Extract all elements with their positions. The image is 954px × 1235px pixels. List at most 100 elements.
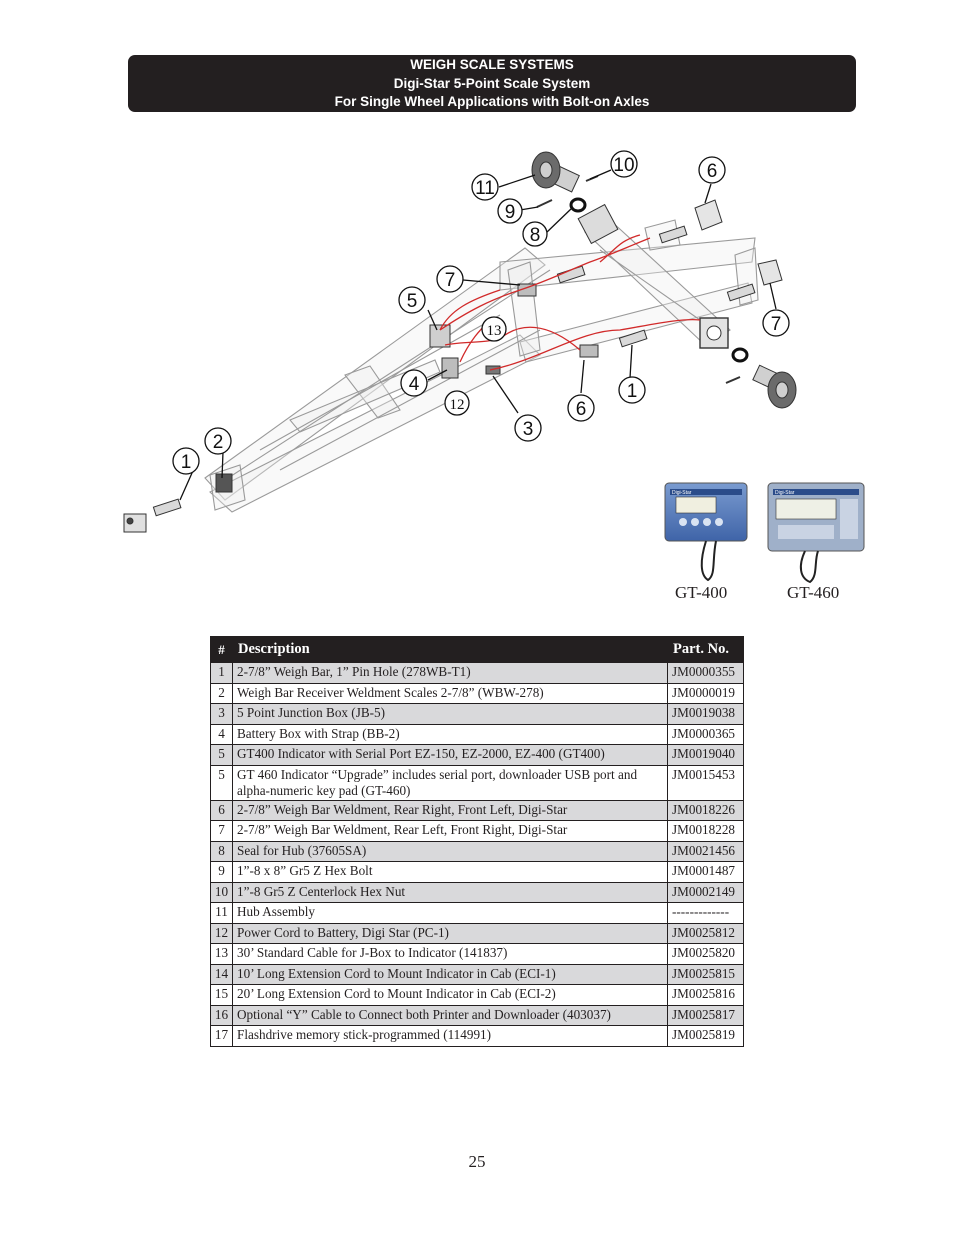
row-part: JM0021456 xyxy=(667,840,744,862)
row-description: 30’ Standard Cable for J-Box to Indicato… xyxy=(232,943,668,965)
svg-text:7: 7 xyxy=(771,314,782,335)
section-header: WEIGH SCALE SYSTEMS Digi-Star 5-Point Sc… xyxy=(128,55,856,112)
callout-7-right: 7 xyxy=(762,309,790,337)
parts-table-header: # Description Part. No. xyxy=(210,636,744,663)
svg-text:6: 6 xyxy=(576,399,587,420)
svg-text:9: 9 xyxy=(505,202,516,223)
row-part: JM0025819 xyxy=(667,1025,744,1047)
callout-numbers: 11 9 8 10 6 7 5 13 4 12 3 6 1 7 1 2 xyxy=(172,150,790,475)
row-description: Weigh Bar Receiver Weldment Scales 2-7/8… xyxy=(232,682,668,704)
row-part: JM0001487 xyxy=(667,861,744,883)
header-subtitle: Digi-Star 5-Point Scale System xyxy=(393,75,591,91)
row-part: JM0018228 xyxy=(667,820,744,842)
row-description: 2-7/8” Weigh Bar, 1” Pin Hole (278WB-T1) xyxy=(232,662,668,684)
row-description: 5 Point Junction Box (JB-5) xyxy=(232,703,668,725)
row-part: ------------- xyxy=(667,902,744,924)
row-description: 20’ Long Extension Cord to Mount Indicat… xyxy=(232,984,668,1006)
row-num: 11 xyxy=(210,902,233,924)
callout-4: 4 xyxy=(400,369,428,397)
row-description: 2-7/8” Weigh Bar Weldment, Rear Left, Fr… xyxy=(232,820,668,842)
row-part: JM0002149 xyxy=(667,881,744,903)
row-description: Power Cord to Battery, Digi Star (PC-1) xyxy=(232,922,668,944)
trailer-parts xyxy=(123,151,797,533)
row-description: GT 460 Indicator “Upgrade” includes seri… xyxy=(232,764,668,801)
row-description: 2-7/8” Weigh Bar Weldment, Rear Right, F… xyxy=(232,799,668,821)
callout-7-left: 7 xyxy=(436,265,464,293)
callout-12: 12 xyxy=(444,390,470,416)
svg-text:Digi-Star: Digi-Star xyxy=(775,490,795,496)
row-num: 17 xyxy=(210,1025,233,1047)
row-num: 16 xyxy=(210,1004,233,1026)
row-num: 12 xyxy=(210,922,233,944)
row-part: JM0025820 xyxy=(667,943,744,965)
col-part-header: Part. No. xyxy=(667,636,744,663)
callout-6-top: 6 xyxy=(698,156,726,184)
svg-text:8: 8 xyxy=(530,225,541,246)
row-part: JM0025817 xyxy=(667,1004,744,1026)
row-num: 4 xyxy=(210,723,233,745)
indicator-gt460: Digi-Star xyxy=(767,482,865,584)
row-num: 8 xyxy=(210,840,233,862)
trailer-frame xyxy=(204,219,759,513)
gt400-label: GT-400 xyxy=(675,583,728,602)
callout-10: 10 xyxy=(610,150,638,178)
svg-text:Digi-Star: Digi-Star xyxy=(672,490,692,496)
row-description: Seal for Hub (37605SA) xyxy=(232,840,668,862)
row-description: 1”-8 Gr5 Z Centerlock Hex Nut xyxy=(232,881,668,903)
row-description: Battery Box with Strap (BB-2) xyxy=(232,723,668,745)
callout-13: 13 xyxy=(481,316,507,342)
svg-text:5: 5 xyxy=(407,291,418,312)
col-description-header: Description xyxy=(232,636,668,663)
indicator-gt400: Digi-Star xyxy=(664,482,748,582)
svg-text:10: 10 xyxy=(613,155,634,176)
trailer-exploded-diagram: 11 9 8 10 6 7 5 13 4 12 3 6 1 7 1 2 Digi… xyxy=(123,150,865,584)
svg-text:12: 12 xyxy=(450,397,465,413)
callout-11: 11 xyxy=(471,173,499,201)
svg-text:11: 11 xyxy=(475,178,495,199)
svg-text:3: 3 xyxy=(523,419,534,440)
row-num: 9 xyxy=(210,861,233,883)
svg-text:13: 13 xyxy=(487,323,502,339)
row-num: 14 xyxy=(210,963,233,985)
row-part: JM0025816 xyxy=(667,984,744,1006)
row-num: 13 xyxy=(210,943,233,965)
callout-5: 5 xyxy=(398,286,426,314)
row-num: 1 xyxy=(210,662,233,684)
row-part: JM0000365 xyxy=(667,723,744,745)
svg-text:2: 2 xyxy=(213,432,224,453)
callout-1-left: 1 xyxy=(172,447,200,475)
svg-text:6: 6 xyxy=(707,161,718,182)
row-num: 6 xyxy=(210,799,233,821)
col-num-header: # xyxy=(210,636,233,663)
callout-3: 3 xyxy=(514,414,542,442)
svg-text:1: 1 xyxy=(627,381,638,402)
svg-text:7: 7 xyxy=(445,270,456,291)
row-description: GT400 Indicator with Serial Port EZ-150,… xyxy=(232,744,668,766)
row-num: 3 xyxy=(210,703,233,725)
callout-9: 9 xyxy=(497,198,523,224)
row-num: 5 xyxy=(210,764,233,801)
row-description: 1”-8 x 8” Gr5 Z Hex Bolt xyxy=(232,861,668,883)
row-num: 2 xyxy=(210,682,233,704)
callout-6-bottom: 6 xyxy=(567,394,595,422)
row-description: Hub Assembly xyxy=(232,902,668,924)
callout-2: 2 xyxy=(204,427,232,455)
row-part: JM0019038 xyxy=(667,703,744,725)
row-num: 10 xyxy=(210,881,233,903)
row-description: Optional “Y” Cable to Connect both Print… xyxy=(232,1004,668,1026)
row-part: JM0018226 xyxy=(667,799,744,821)
